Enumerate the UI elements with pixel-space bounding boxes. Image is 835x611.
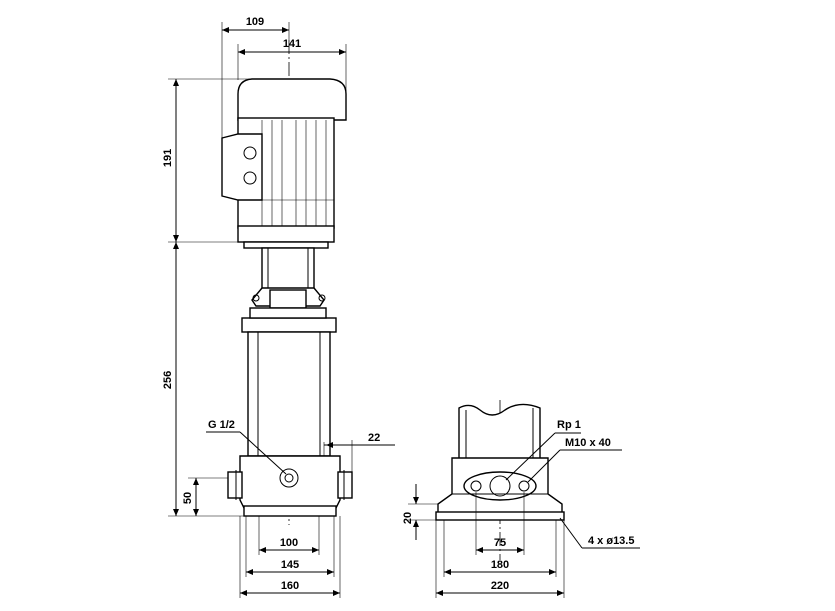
dim-100: 100 (280, 537, 298, 549)
callout-flange-bolt: M10 x 40 (565, 437, 611, 449)
dim-50: 50 (182, 492, 194, 504)
callout-drain-port: G 1/2 (208, 419, 235, 431)
dim-145: 145 (281, 559, 299, 571)
dim-160: 160 (281, 580, 299, 592)
oval-flange (463, 471, 537, 501)
cable-gland-upper (243, 146, 257, 160)
motor-cap (237, 78, 347, 121)
callout-mount-holes: 4 x ø13.5 (588, 535, 634, 547)
base-side-view (435, 400, 565, 560)
dim-220: 220 (491, 580, 509, 592)
pump-sleeve (247, 331, 331, 457)
drain-plug (279, 468, 299, 488)
dimension-lines (168, 22, 640, 598)
cable-gland-lower (243, 171, 257, 185)
dim-141: 141 (283, 38, 301, 50)
coupling (251, 247, 326, 309)
side-foot (435, 511, 565, 521)
side-sleeve (458, 403, 541, 461)
dimension-labels: 109 141 191 256 50 G 1/2 22 100 145 160 … (162, 16, 634, 592)
dim-256: 256 (162, 371, 174, 389)
callout-inlet-thread: Rp 1 (557, 419, 581, 431)
dim-191: 191 (162, 149, 174, 167)
pump-head (241, 317, 337, 333)
dim-180: 180 (491, 559, 509, 571)
pump-base (239, 455, 341, 513)
base-plate (243, 505, 337, 517)
pump-front-view (221, 40, 353, 525)
motor-flange (237, 225, 335, 243)
dim-109: 109 (246, 16, 264, 28)
dim-22: 22 (368, 432, 380, 444)
dim-75: 75 (494, 537, 506, 549)
terminal-box (221, 133, 263, 201)
dim-20: 20 (402, 512, 414, 524)
